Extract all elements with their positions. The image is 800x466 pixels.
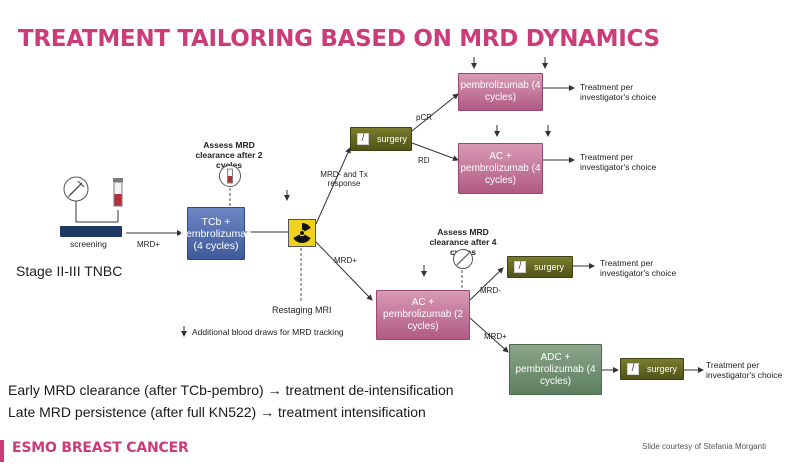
ac-pembrolizumab-4-label: AC + pembrolizumab (4 cycles) [460,150,541,186]
blood-tube-icon [219,165,241,187]
tcb-pembrolizumab-box: TCb + pembrolizumab (4 cycles) [180,207,252,260]
blood-tube-icon [113,178,123,207]
outcome-label-mrd-neg: Treatment per investigator's choice [600,258,677,278]
outcome-label-mrd-pos: Treatment per investigator's choice [706,360,783,380]
assess-mrd-early-label: Assess MRD clearance after 2 cycles [195,140,263,170]
scalpel-icon: / [627,363,639,375]
down-arrow-icon [180,326,188,338]
ac-pembrolizumab-4-box: AC + pembrolizumab (4 cycles) [458,143,543,194]
edge-label-screening-mrd-pos: MRD+ [137,240,160,249]
surgery-box-bottom: / surgery [620,358,684,380]
scalpel-icon: / [514,261,526,273]
outcome-label-rd: Treatment per investigator's choice [580,152,657,172]
footer-credit: Slide courtesy of Stefania Morganti [642,442,767,451]
restaging-label: Restaging MRI [272,305,332,315]
summary-line-1: Early MRD clearance (after TCb-pembro) →… [8,382,454,398]
ac-pembrolizumab-2-label: AC + pembrolizumab (2 cycles) [382,297,464,332]
slide-title: TREATMENT TAILORING BASED ON MRD DYNAMIC… [18,26,660,52]
surgery-box-middle: / surgery [507,256,573,278]
summary-line-2: Late MRD persistence (after full KN522) … [8,404,426,420]
no-sign-icon [453,249,473,269]
radiation-icon [288,219,316,247]
edge-label-mrd-neg-response: MRD- and Tx response [320,170,368,188]
footer-accent-bar [0,440,4,462]
pembrolizumab-box: pembrolizumab (4 cycles) [458,73,543,111]
adc-pembrolizumab-box: ADC + pembrolizumab (4 cycles) [509,344,602,395]
edge-label-mrd-neg: MRD- [480,286,501,295]
edge-label-mrd-pos: MRD+ [334,256,357,265]
edge-label-pcr: pCR [416,113,433,122]
adc-pembrolizumab-label: ADC + pembrolizumab (4 cycles) [515,351,596,387]
screening-label: screening [70,239,107,249]
screening-bar [60,226,122,237]
surgery-label: surgery [534,262,565,272]
surgery-label: surgery [647,364,678,374]
outcome-label-pcr: Treatment per investigator's choice [580,82,657,102]
edge-label-rd: RD [418,156,430,165]
tcb-pembrolizumab-label: TCb + pembrolizumab (4 cycles) [180,215,252,252]
stage-label: Stage II-III TNBC [16,263,123,279]
blood-draw-note: Additional blood draws for MRD tracking [192,327,344,337]
footer-brand-logo: ESMO BREAST CANCER [12,440,189,456]
surgery-label: surgery [377,134,408,144]
surgery-box-top: / surgery [350,127,412,151]
scalpel-icon: / [357,133,369,145]
pembrolizumab-label: pembrolizumab (4 cycles) [460,80,541,103]
ac-pembrolizumab-2-box: AC + pembrolizumab (2 cycles) [376,290,470,340]
edge-label-mrd-pos-late: MRD+ [484,332,507,341]
syringe-icon [63,176,89,202]
